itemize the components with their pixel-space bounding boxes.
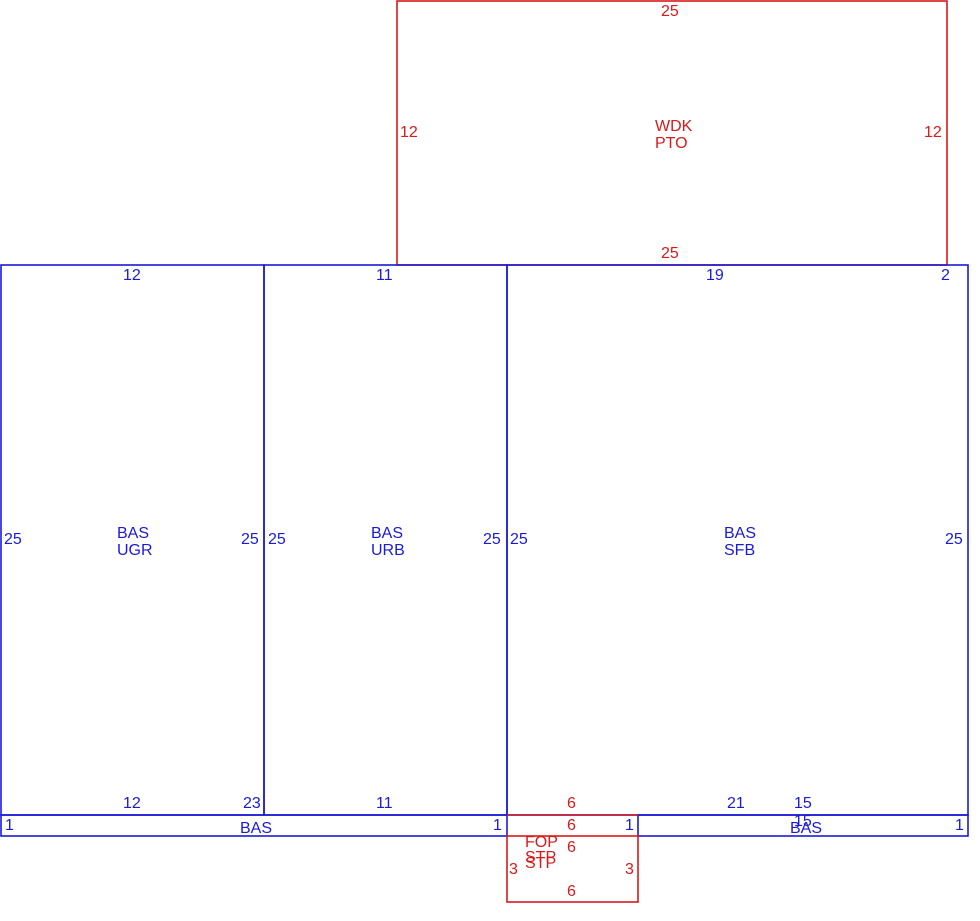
bas-strip-right-left-dim: 1 [625,817,634,834]
stp-code-label-2: STP [525,855,556,872]
sfb-top-dim: 19 [706,267,724,284]
urb-right-dim: 25 [483,531,501,548]
wdk-left-dim: 12 [400,124,418,141]
sfb-right-dim: 25 [945,531,963,548]
sfb-bottom-dim-a: 21 [727,795,745,812]
sfb-top-right-dim: 2 [941,267,950,284]
sfb-left-dim: 25 [510,531,528,548]
wdk-top-dim: 25 [661,3,679,20]
fop-top-outer-dim: 6 [567,795,576,812]
bas-strip-right-top-dim: 15 [794,813,812,830]
sfb-bottom-dim-b: 15 [794,795,812,812]
wdk-code-label: WDK [655,118,693,135]
bas-strip-right-code-label: BAS [790,820,822,837]
fop-code-label: FOP [525,834,558,851]
fop-right-dim: 3 [625,861,634,878]
bas-strip-left-outline [0,814,508,837]
fop-left-dim: 3 [509,861,518,878]
urb-code-label: URB [371,542,405,559]
sfb-code-label: SFB [724,542,755,559]
ugr-bottom-dim: 12 [123,795,141,812]
bas-strip-right-right-dim: 1 [955,817,964,834]
wdk-bottom-dim: 25 [661,245,679,262]
urb-left-dim: 25 [268,531,286,548]
bas-strip-left-code-label: BAS [240,820,272,837]
bas-strip-left-top-dim: 23 [243,795,261,812]
fop-bottom-dim: 6 [567,883,576,900]
bas-strip-right-outline [637,814,969,837]
ugr-left-dim: 25 [4,531,22,548]
stp-code-label: STP [525,849,556,866]
pto-code-label: PTO [655,135,688,152]
bas-strip-left-left-dim: 1 [5,817,14,834]
wdk-right-dim: 12 [924,124,942,141]
fop-inner-dim: 6 [567,839,576,856]
ugr-bas-code-label: BAS [117,525,149,542]
ugr-right-dim: 25 [241,531,259,548]
bas-strip-left-right-dim: 1 [493,817,502,834]
sfb-bas-code-label: BAS [724,525,756,542]
urb-bas-code-label: BAS [371,525,403,542]
ugr-top-dim: 12 [123,267,141,284]
urb-top-dim: 11 [376,267,393,284]
fop-top-dim: 6 [567,817,576,834]
fop-area-outline [506,835,639,903]
ugr-code-label: UGR [117,542,153,559]
urb-bottom-dim: 11 [376,795,393,812]
